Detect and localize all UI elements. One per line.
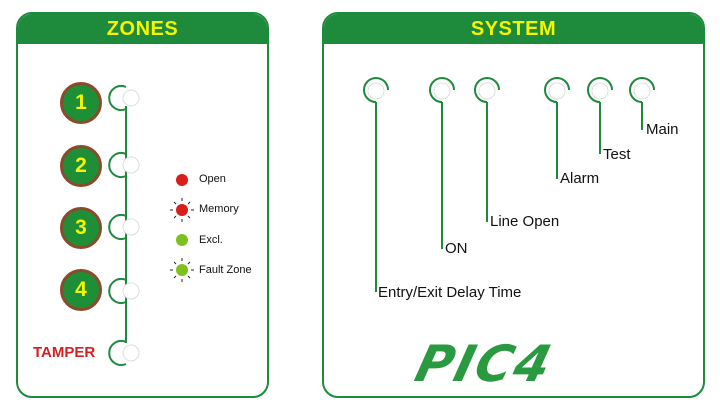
zone-2-button[interactable]: 2 <box>60 145 102 187</box>
zone-3-button[interactable]: 3 <box>60 207 102 249</box>
line-open-label: Line Open <box>490 213 560 230</box>
system-title: SYSTEM <box>324 14 703 44</box>
alarm-label: Alarm <box>560 170 600 187</box>
tamper-label: TAMPER <box>33 344 96 361</box>
system-led-on <box>429 77 455 249</box>
system-panel: SYSTEM <box>322 12 705 398</box>
legend-open-label: Open <box>199 173 226 185</box>
main-label: Main <box>646 121 679 138</box>
system-led-main <box>629 77 655 130</box>
zone-led-4 <box>108 278 140 304</box>
legend-memory-label: Memory <box>199 203 239 215</box>
zone-1-button[interactable]: 1 <box>60 82 102 124</box>
pic4-logo: PIC4 <box>409 335 559 393</box>
memory-red-blinking-dot-icon <box>170 198 194 222</box>
entry-exit-delay-label: Entry/Exit Delay Time <box>378 284 522 301</box>
zone-led-2 <box>108 152 140 178</box>
excl-green-dot-icon <box>176 234 188 246</box>
on-label: ON <box>445 240 468 257</box>
test-label: Test <box>603 146 631 163</box>
zone-led-1 <box>108 85 140 111</box>
system-led-line-open <box>474 77 500 222</box>
tamper-led <box>108 340 140 366</box>
system-led-entry-exit <box>363 77 389 292</box>
fault-zone-green-blinking-dot-icon <box>170 258 194 282</box>
open-red-dot-icon <box>176 174 188 186</box>
system-led-alarm <box>544 77 570 179</box>
zone-led-3 <box>108 214 140 240</box>
zones-panel: ZONES <box>16 12 269 398</box>
system-led-test <box>587 77 613 154</box>
legend-excl-label: Excl. <box>199 234 223 246</box>
legend-fault-zone-label: Fault Zone <box>199 264 252 276</box>
zones-title: ZONES <box>18 14 267 44</box>
zone-4-button[interactable]: 4 <box>60 269 102 311</box>
